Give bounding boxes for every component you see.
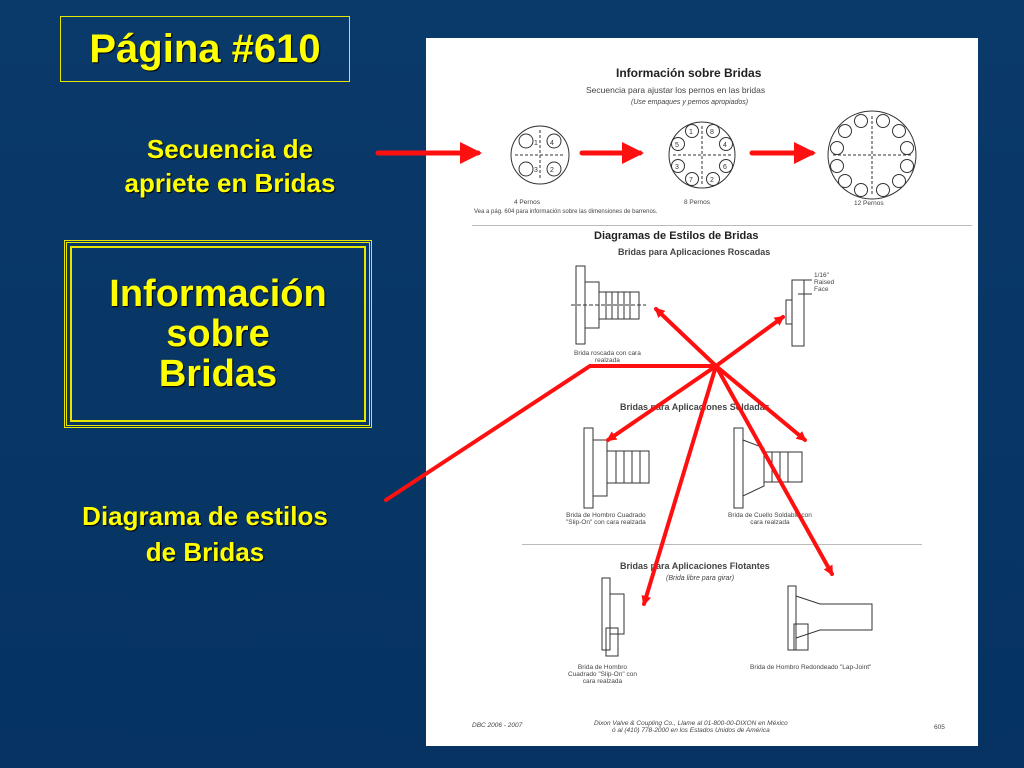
section-divider — [522, 544, 922, 545]
info-title-line: Información — [109, 273, 327, 315]
svg-text:7: 7 — [689, 177, 693, 184]
sequence-label: Secuencia de apriete en Bridas — [80, 132, 380, 200]
page-number-badge: Página #610 — [60, 16, 350, 82]
svg-text:8: 8 — [710, 129, 714, 136]
bolt-pattern-8-icon — [668, 121, 736, 189]
diagram-label-line: de Bridas — [145, 537, 265, 567]
bolt-pattern-4-icon — [510, 125, 570, 185]
svg-text:2: 2 — [710, 177, 714, 184]
svg-text:1: 1 — [689, 129, 693, 136]
doc-drawings: 1 4 3 2 1 8 4 6 2 7 3 5 — [510, 110, 917, 657]
doc-subtitle-sequence: Secuencia para ajustar los pernos en las… — [586, 85, 766, 95]
svg-text:3: 3 — [534, 167, 538, 174]
svg-text:3: 3 — [675, 164, 679, 171]
svg-text:4: 4 — [550, 140, 554, 147]
doc-subtitle-welded: Bridas para Aplicaciones Soldadas — [620, 402, 770, 412]
section-divider — [472, 225, 972, 226]
info-title-line: Bridas — [158, 353, 278, 395]
svg-text:1: 1 — [534, 140, 538, 147]
page-number-text: Página #610 — [89, 26, 321, 71]
bolts-12-label: 12 Pernos — [854, 200, 884, 207]
slip-on-flange-drawing-icon — [583, 427, 650, 509]
svg-text:6: 6 — [723, 164, 727, 171]
slip-on-flange-caption: Brida de Hombro Cuadrado"Slip-On" con ca… — [566, 512, 646, 526]
weld-neck-flange-drawing-icon — [733, 427, 803, 509]
info-title-box: Información sobre Bridas — [64, 240, 372, 428]
floating-slip-on-flange-drawing-icon — [601, 577, 625, 657]
info-title: Información sobre Bridas — [70, 246, 366, 422]
bolts-4-label: 4 Pernos — [514, 199, 541, 206]
raised-face-detail-icon — [785, 279, 812, 347]
doc-note-floating: (Brida libre para girar) — [666, 575, 735, 582]
document-page: Información sobre Bridas Secuencia para … — [426, 38, 978, 746]
doc-note-gaskets: (Use empaques y pernos apropiados) — [631, 99, 749, 106]
doc-footer-page: 605 — [934, 724, 945, 731]
doc-subtitle-floating: Bridas para Aplicaciones Flotantes — [620, 561, 770, 571]
see-page-note: Vea a pág. 604 para información sobre la… — [474, 209, 658, 215]
bolts-8-label: 8 Pernos — [684, 199, 711, 206]
info-title-line: sobre — [166, 313, 270, 355]
doc-subtitle-threaded: Bridas para Aplicaciones Roscadas — [618, 247, 771, 257]
bolt-pattern-12-icon — [827, 110, 917, 200]
doc-title-styles: Diagramas de Estilos de Bridas — [594, 230, 759, 242]
doc-footer-center: Dixon Valve & Coupling Co., Llame al 01-… — [594, 720, 788, 734]
sequence-label-line: Secuencia de — [146, 134, 314, 164]
svg-text:4: 4 — [723, 142, 727, 149]
svg-text:5: 5 — [675, 142, 679, 149]
lap-joint-flange-drawing-icon — [787, 585, 873, 651]
lap-joint-caption: Brida de Hombro Redondeado "Lap-Joint" — [750, 664, 872, 671]
doc-title-flanges: Información sobre Bridas — [616, 66, 762, 80]
diagram-label-line: Diagrama de estilos — [82, 501, 328, 531]
sequence-label-line: apriete en Bridas — [124, 168, 336, 198]
svg-text:2: 2 — [550, 167, 554, 174]
threaded-flange-drawing-icon — [571, 265, 646, 345]
diagram-label: Diagrama de estilos de Bridas — [40, 498, 370, 570]
doc-footer-left: DBC 2006 - 2007 — [472, 722, 523, 729]
